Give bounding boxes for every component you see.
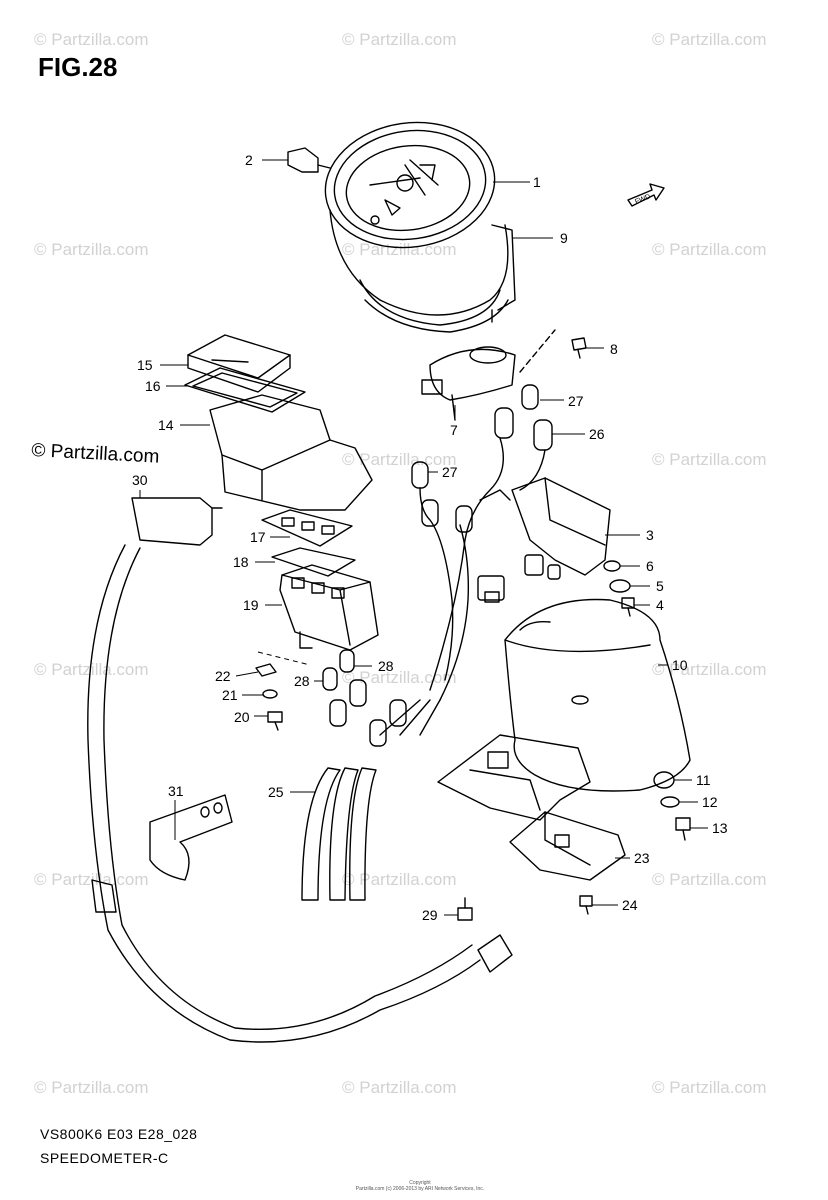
wiring-harness-drawing: [330, 438, 545, 746]
callout-19[interactable]: 19: [243, 597, 259, 613]
watermark: © Partzilla.com: [34, 1078, 149, 1097]
callout-12[interactable]: 12: [702, 794, 718, 810]
callout-15[interactable]: 15: [137, 357, 153, 373]
watermark: © Partzilla.com: [34, 240, 149, 259]
watermark: © Partzilla.com: [342, 1078, 457, 1097]
fwd-label: FWD: [634, 193, 651, 205]
washer-21-drawing: [263, 690, 277, 698]
lens-gasket-drawing: [185, 368, 305, 412]
socket-26-drawing: [495, 408, 552, 450]
bolt-29-drawing: [458, 898, 472, 920]
screw-8-drawing: [520, 330, 586, 372]
lower-bracket-drawing: [510, 812, 625, 880]
watermark: © Partzilla.com: [652, 450, 767, 469]
indicator-socket-body-drawing: [280, 565, 378, 650]
callout-13[interactable]: 13: [712, 820, 728, 836]
callout-28-left[interactable]: 28: [294, 673, 310, 689]
callout-11[interactable]: 11: [696, 772, 711, 788]
callout-5[interactable]: 5: [656, 578, 664, 594]
watermark: © Partzilla.com: [34, 870, 149, 889]
lamp-holder-drawing: [422, 347, 515, 420]
indicator-case-drawing: [210, 395, 372, 510]
watermark: © Partzilla.com: [342, 668, 457, 687]
screw-20-drawing: [268, 712, 282, 730]
screw-24-drawing: [580, 896, 592, 914]
svg-text:FWD: FWD: [634, 193, 651, 205]
callout-10[interactable]: 10: [672, 657, 688, 673]
watermark: © Partzilla.com: [652, 870, 767, 889]
callout-21[interactable]: 21: [222, 687, 238, 703]
callout-1[interactable]: 1: [533, 174, 541, 190]
model-code: VS800K6 E03 E28_028: [40, 1126, 198, 1142]
callout-22[interactable]: 22: [215, 668, 231, 684]
callout-2[interactable]: 2: [245, 152, 253, 168]
washer-22-drawing: [256, 664, 276, 676]
leader-lines: [140, 160, 708, 915]
washer-5-drawing: [610, 580, 630, 592]
bulb-27-drawing: [412, 385, 538, 488]
callout-8[interactable]: 8: [610, 341, 618, 357]
callout-24[interactable]: 24: [622, 897, 638, 913]
meter-mount-bracket-drawing: [438, 735, 590, 820]
callout-27-lower[interactable]: 27: [442, 464, 458, 480]
indicator-lens-drawing: [188, 335, 290, 392]
lamp-bracket-drawing: [480, 478, 610, 579]
callout-26[interactable]: 26: [589, 426, 605, 442]
bulb-socket-drawing: [288, 148, 330, 172]
watermark: © Partzilla.com: [652, 660, 767, 679]
watermark: © Partzilla.com: [342, 450, 457, 469]
watermark: © Partzilla.com: [34, 30, 149, 49]
watermark: © Partzilla.com: [342, 30, 457, 49]
washer-12-drawing: [661, 797, 679, 807]
watermark: © Partzilla.com: [652, 240, 767, 259]
callout-20[interactable]: 20: [234, 709, 250, 725]
callout-28-right[interactable]: 28: [378, 658, 394, 674]
callout-7[interactable]: 7: [450, 422, 458, 438]
indicator-plate-drawing: [262, 510, 352, 546]
speedometer-cable-drawing: [88, 498, 512, 1042]
screw-13-drawing: [676, 818, 690, 840]
fwd-arrow-drawing: [628, 184, 664, 206]
figure-title: FIG.28: [38, 52, 118, 82]
callout-6[interactable]: 6: [646, 558, 654, 574]
copyright-line-1: Copyright: [409, 1180, 431, 1186]
indicator-seal-drawing: [272, 548, 355, 576]
callout-27-upper[interactable]: 27: [568, 393, 584, 409]
callout-29[interactable]: 29: [422, 907, 438, 923]
callout-25[interactable]: 25: [268, 784, 284, 800]
callout-16[interactable]: 16: [145, 378, 161, 394]
watermark: © Partzilla.com: [652, 30, 767, 49]
callout-14[interactable]: 14: [158, 417, 174, 433]
watermark: © Partzilla.com: [342, 870, 457, 889]
meter-cover-drawing: [505, 600, 690, 792]
section-name: SPEEDOMETER-C: [40, 1150, 169, 1166]
watermark: © Partzilla.com: [34, 660, 149, 679]
watermark: © Partzilla.com: [652, 1078, 767, 1097]
callout-18[interactable]: 18: [233, 554, 249, 570]
callout-3[interactable]: 3: [646, 527, 654, 543]
copyright-line-2: Partzilla.com (c) 2006-2013 by ARI Netwo…: [355, 1186, 485, 1192]
callout-17[interactable]: 17: [250, 529, 266, 545]
cable-clamp-drawing: [150, 795, 232, 880]
callout-31[interactable]: 31: [168, 783, 184, 799]
grommet-11-drawing: [654, 772, 674, 788]
bulb-28-drawing: [323, 650, 354, 690]
speedometer-head-drawing: [317, 112, 515, 332]
harness-tubes-drawing: [302, 768, 376, 900]
copyright-note: Copyright Partzilla.com (c) 2006-2013 by…: [340, 1180, 500, 1192]
callout-30[interactable]: 30: [132, 472, 148, 488]
callout-9[interactable]: 9: [560, 230, 568, 246]
callout-4[interactable]: 4: [656, 597, 664, 613]
washer-6-drawing: [604, 561, 620, 571]
callout-23[interactable]: 23: [634, 850, 650, 866]
